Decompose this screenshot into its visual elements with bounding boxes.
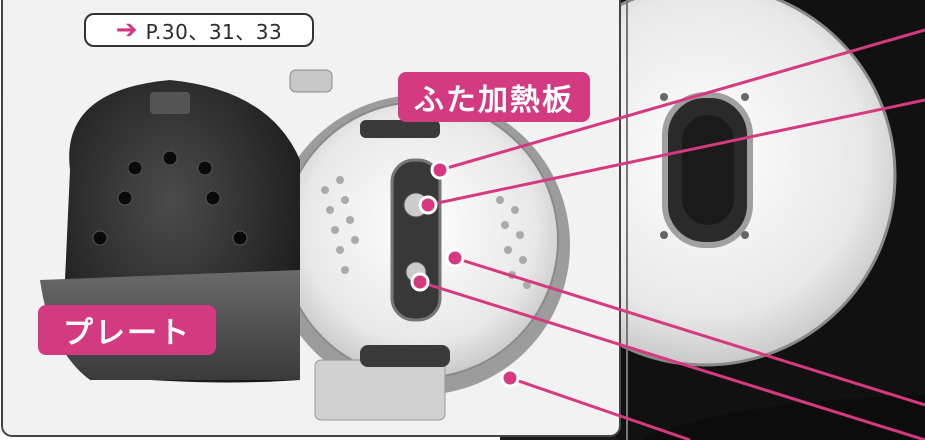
plate-label: プレート [38,305,216,355]
vent-holes [321,176,531,289]
lid-heating-plate-label: ふた加熱板 [398,72,590,122]
right-arrow-icon: ➔ [115,15,138,45]
page-reference: ➔ P.30、31、33 [84,13,314,47]
leader-dots [410,160,520,388]
page-reference-text: P.30、31、33 [145,19,283,44]
leader-lines [419,28,925,440]
lid-heating-plate-photo [270,69,570,421]
